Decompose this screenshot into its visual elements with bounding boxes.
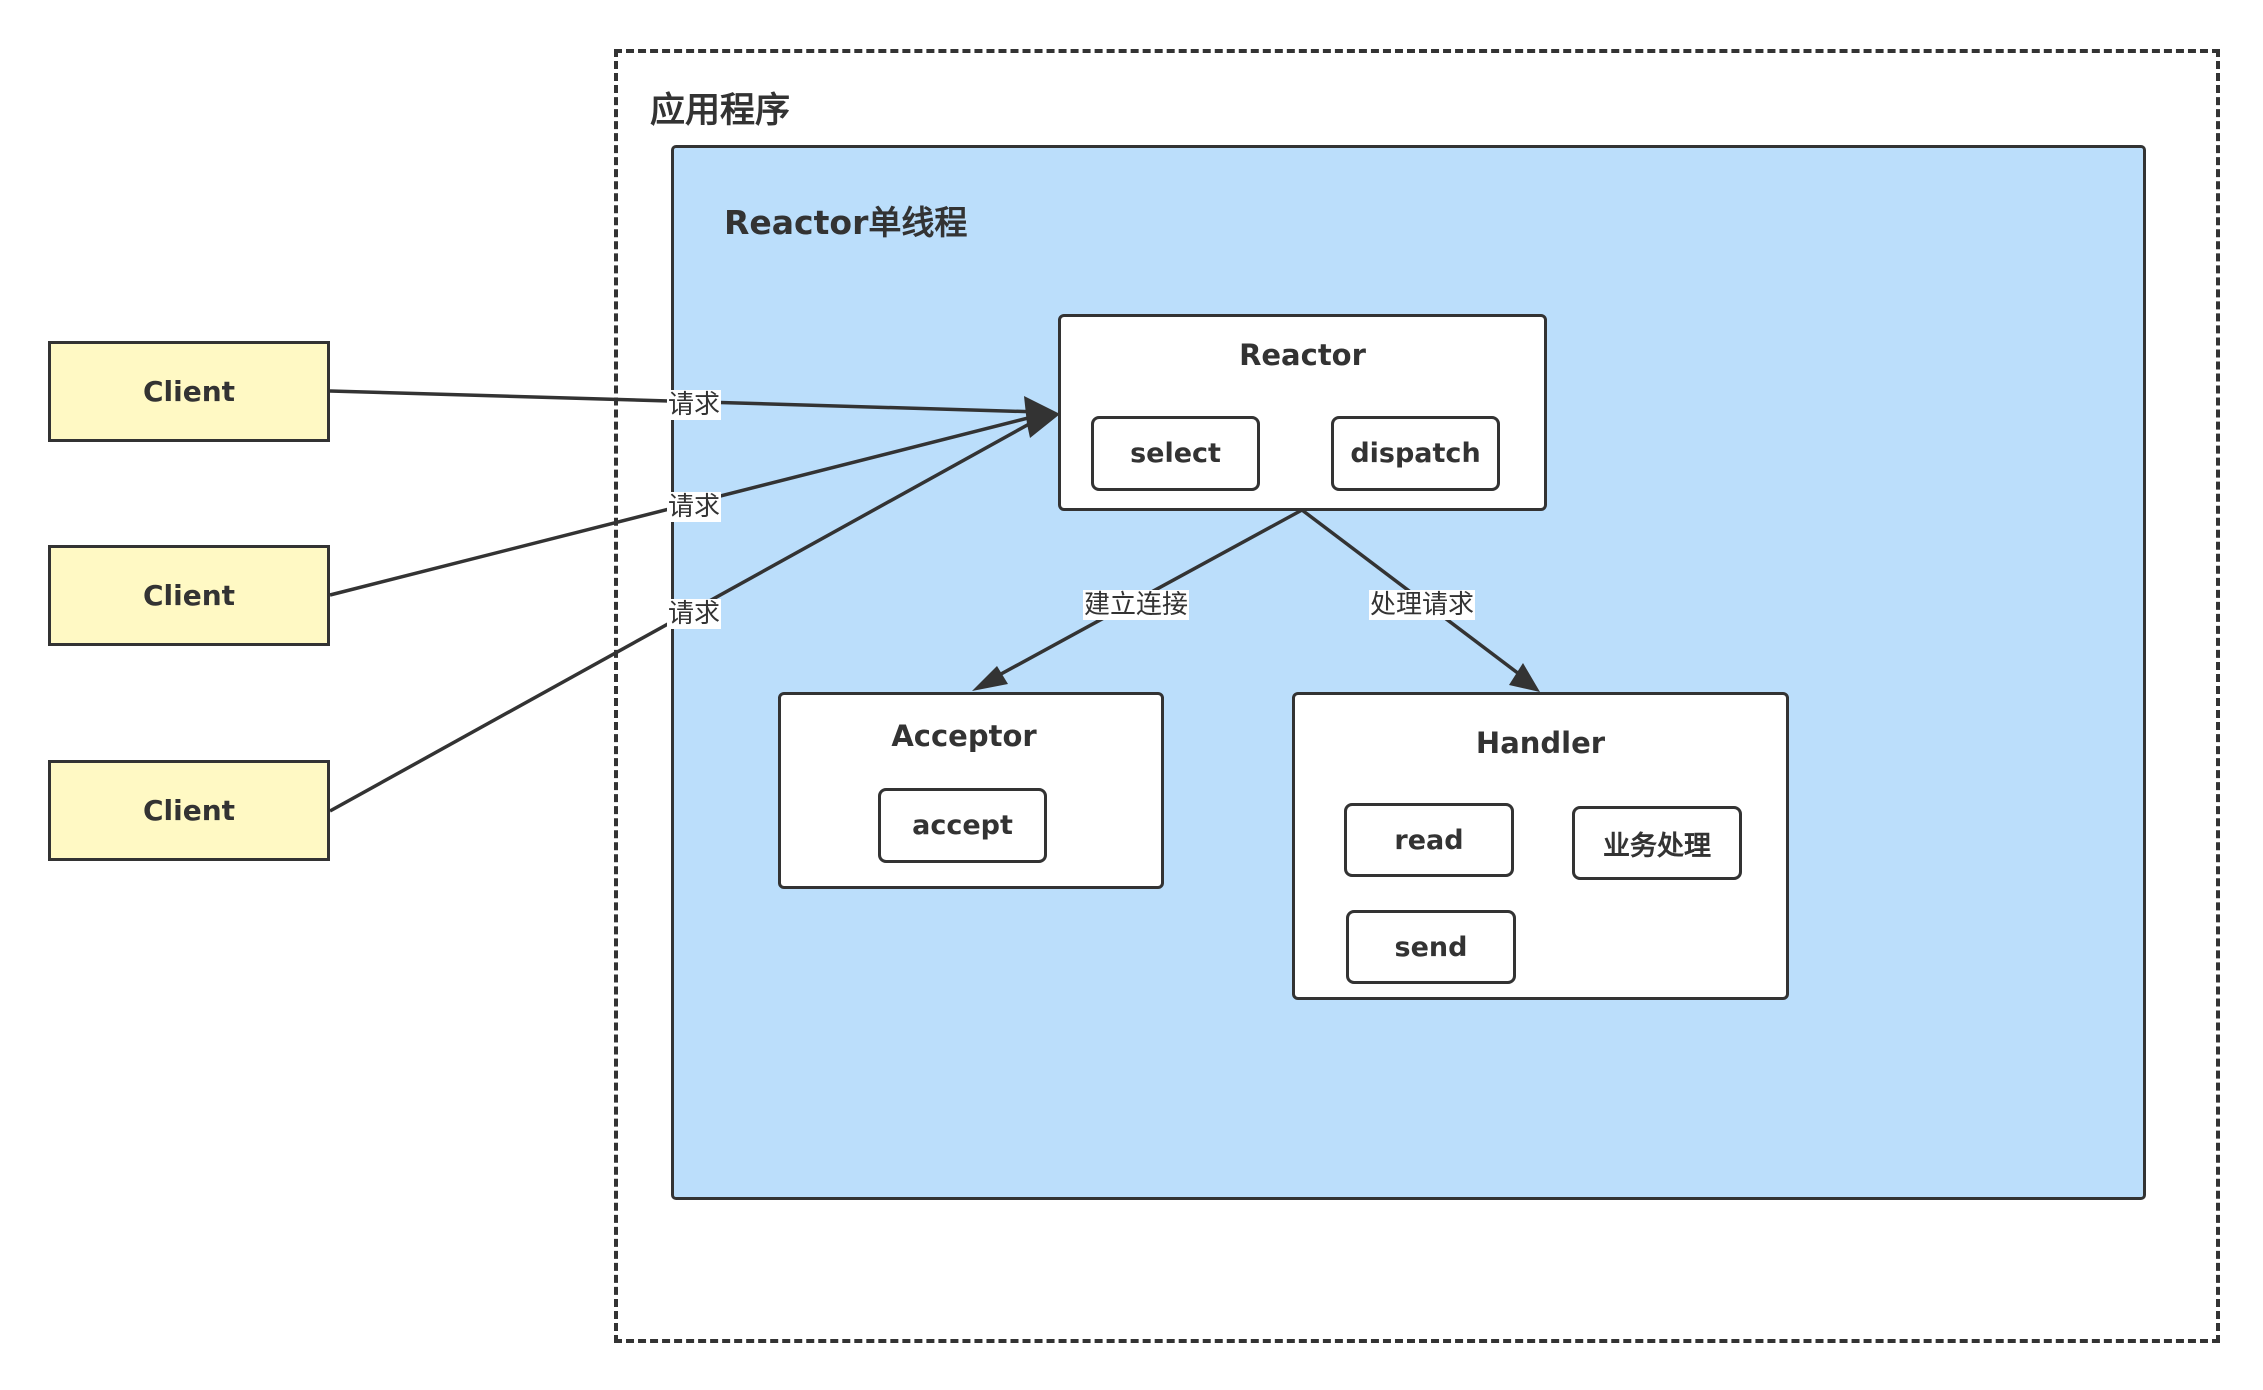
reactor-region-title: Reactor单线程 bbox=[724, 203, 968, 242]
handler-node-title: Handler bbox=[1475, 726, 1606, 760]
arrowhead-reactor bbox=[1024, 396, 1060, 438]
acceptor-node-title: Acceptor bbox=[891, 719, 1037, 753]
edge-label-request-1: 请求 bbox=[666, 390, 722, 420]
handler-item-send: send bbox=[1346, 910, 1516, 984]
edge-label-request-3: 请求 bbox=[666, 599, 722, 629]
arrowhead-acceptor bbox=[972, 666, 1008, 691]
edge-label-handle-request: 处理请求 bbox=[1368, 590, 1476, 620]
handler-item-read: read bbox=[1344, 803, 1514, 877]
application-frame bbox=[614, 49, 2220, 1343]
reactor-item-dispatch: dispatch bbox=[1331, 416, 1500, 491]
client-node-3: Client bbox=[48, 760, 330, 861]
arrowhead-handler bbox=[1509, 663, 1540, 692]
handler-item-business-processing: 业务处理 bbox=[1572, 806, 1742, 880]
client-node-1: Client bbox=[48, 341, 330, 442]
client-node-2: Client bbox=[48, 545, 330, 646]
edge-label-request-2: 请求 bbox=[666, 492, 722, 522]
application-title: 应用程序 bbox=[650, 91, 791, 131]
reactor-item-select: select bbox=[1091, 416, 1260, 491]
reactor-node-title: Reactor bbox=[1239, 338, 1366, 372]
edge-label-establish-connection: 建立连接 bbox=[1082, 590, 1190, 620]
acceptor-item-accept: accept bbox=[878, 788, 1047, 863]
